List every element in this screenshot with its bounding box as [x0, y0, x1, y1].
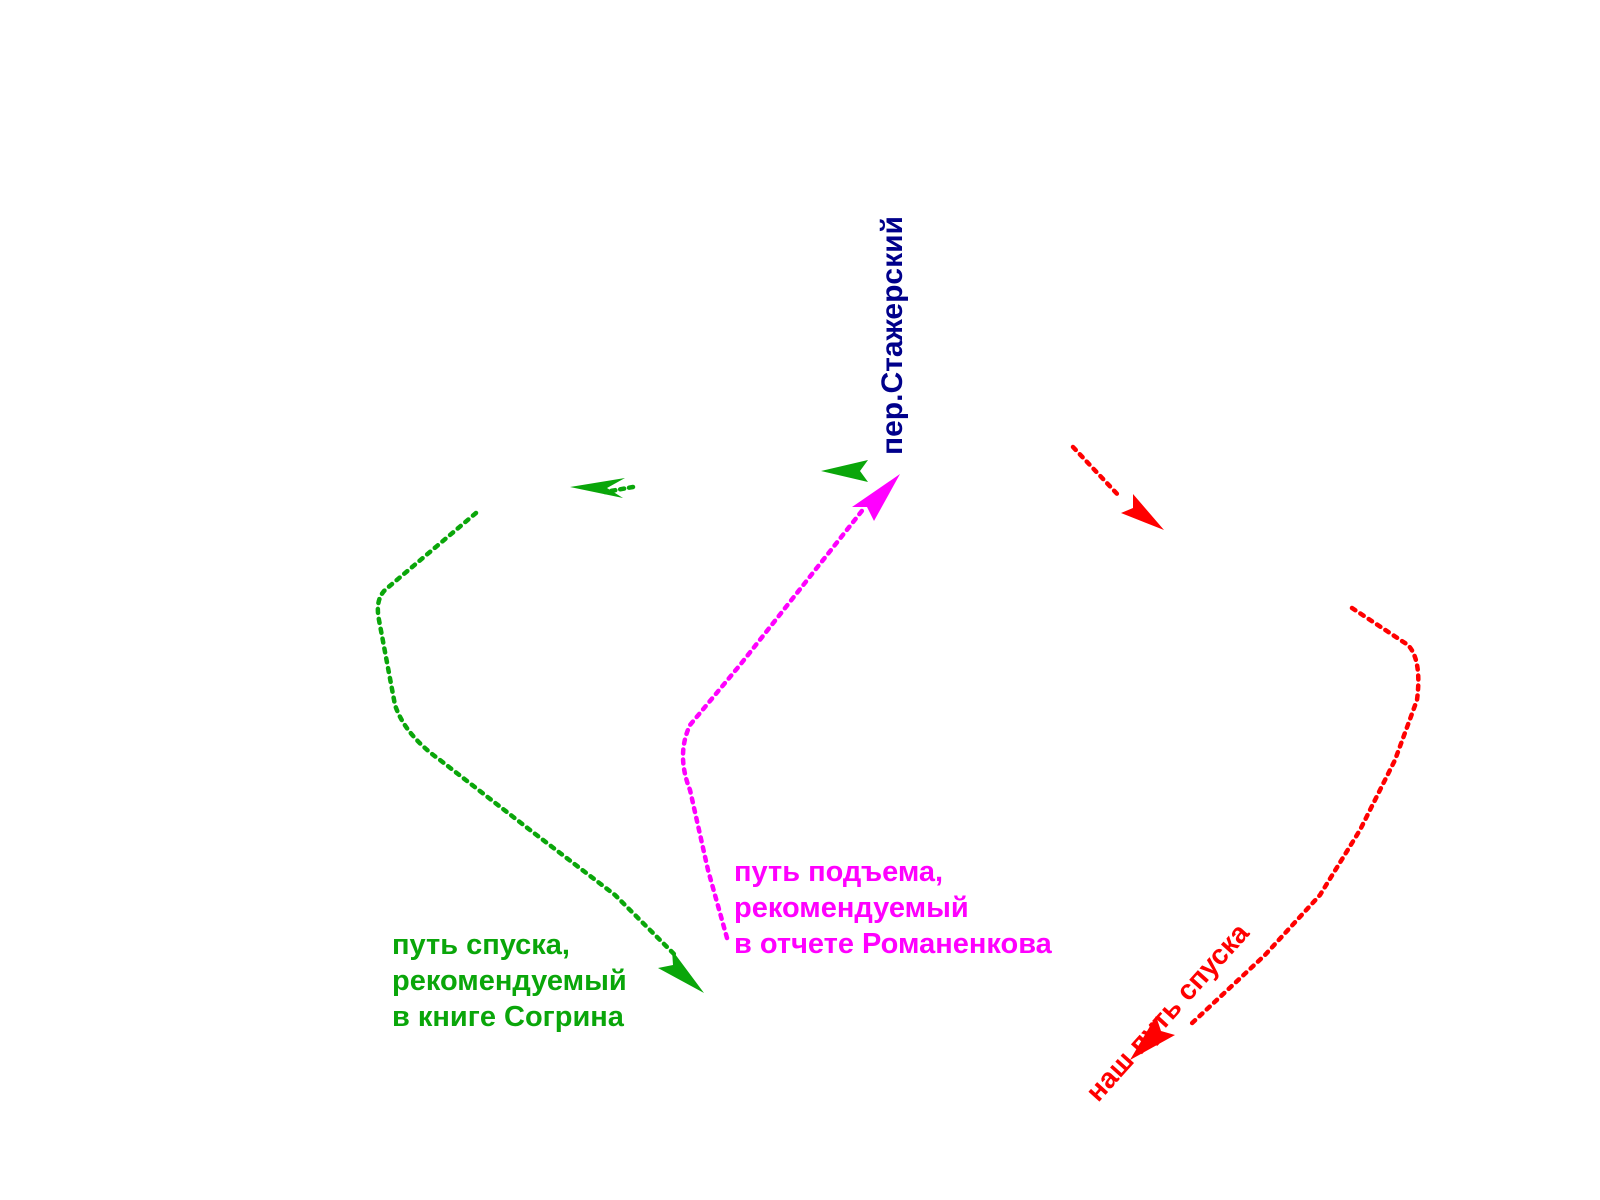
green-route-path	[375, 510, 678, 958]
green-arrowhead-top	[570, 478, 625, 498]
magenta-ascent-route	[680, 474, 900, 941]
red-route-path	[1187, 605, 1421, 1028]
magenta-route-legend-line1: путь подъема,	[734, 856, 944, 888]
red-arrowhead-top	[1121, 494, 1164, 530]
green-route-legend-line1: путь спуска,	[392, 929, 570, 961]
green-route-legend: путь спуска, рекомендуемый в книге Согри…	[392, 927, 627, 1035]
magenta-route-legend-line2: рекомендуемый	[734, 892, 969, 924]
magenta-route-legend-line3: в отчете Романенкова	[734, 928, 1052, 960]
magenta-route-path	[680, 504, 868, 941]
red-route-segment-top	[1070, 444, 1123, 500]
pass-label: пер.Стажерский	[876, 216, 909, 455]
green-descent-route	[375, 460, 868, 993]
green-arrowhead-pass	[821, 460, 868, 482]
magenta-route-legend: путь подъема, рекомендуемый в отчете Ром…	[734, 854, 1052, 962]
magenta-arrowhead	[852, 474, 900, 521]
red-descent-route	[1070, 444, 1421, 1060]
green-arrowhead-bottom	[658, 950, 704, 993]
red-arrowhead-bottom	[1130, 1016, 1175, 1060]
green-route-legend-line2: рекомендуемый	[392, 965, 627, 997]
green-route-legend-line3: в книге Согрина	[392, 1001, 624, 1033]
